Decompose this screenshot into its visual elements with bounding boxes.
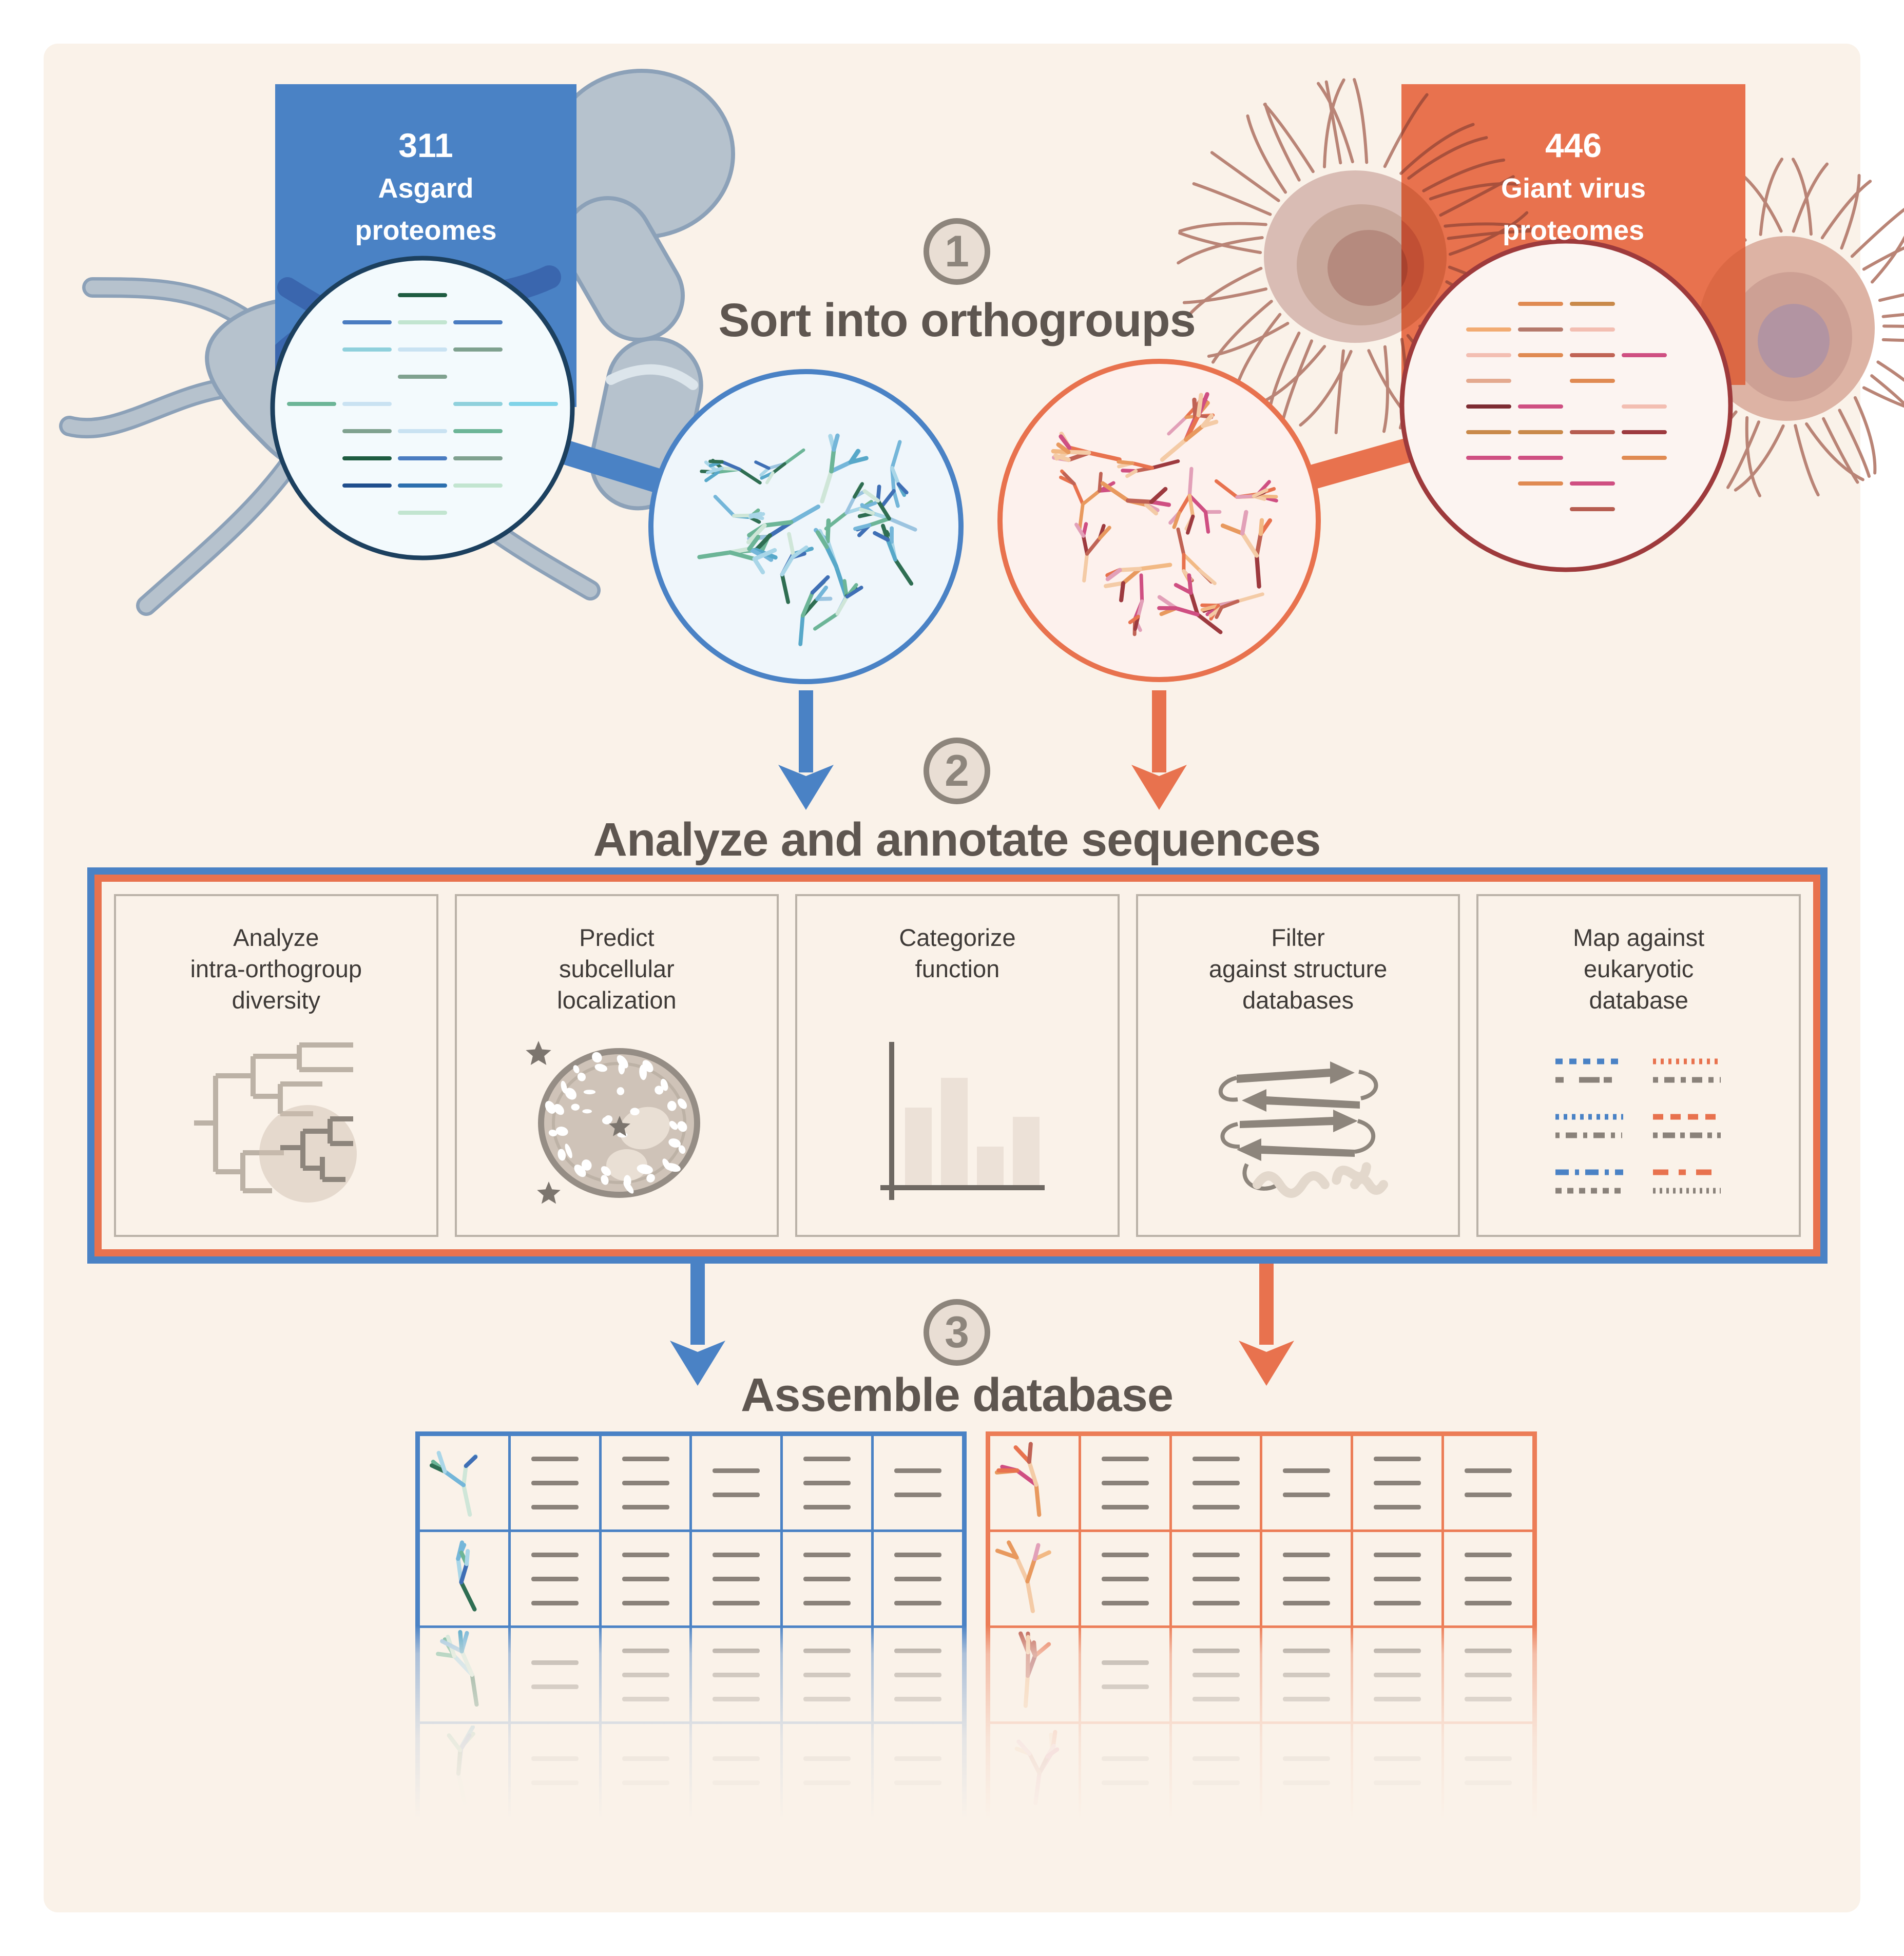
table-data-cell (692, 1724, 781, 1817)
table-data-cell (783, 1436, 872, 1529)
step-2-badge: 2 (924, 738, 990, 804)
table-data-cell (1353, 1436, 1442, 1529)
cell-localization-icon (519, 1025, 714, 1221)
table-data-cell (874, 1724, 962, 1817)
table-data-cell (874, 1628, 962, 1721)
asgard-count: 311 (398, 126, 453, 164)
table-data-cell (1262, 1628, 1351, 1721)
table-data-cell (1444, 1724, 1532, 1817)
orthogroup-tree-cell (420, 1724, 508, 1817)
table-data-cell (1444, 1436, 1532, 1529)
table-data-cell (692, 1628, 781, 1721)
asgard-database-table (410, 1431, 972, 1828)
analysis-panel-container: Analyze intra-orthogroup diversity Pre (87, 867, 1828, 1264)
panel-map-eukaryotic-database: Map against eukaryotic database (1476, 894, 1801, 1237)
table-data-cell (601, 1436, 690, 1529)
table-data-cell (874, 1532, 962, 1625)
table-data-cell (1081, 1628, 1169, 1721)
step-3-badge: 3 (924, 1299, 990, 1366)
panel-title: Predict subcellular localization (557, 924, 677, 1014)
orthogroup-tree-cell (990, 1724, 1079, 1817)
virus-sequence-circle (1399, 239, 1733, 572)
table-data-cell (510, 1724, 599, 1817)
table-data-cell (1262, 1436, 1351, 1529)
step-1-badge: 1 (924, 218, 990, 285)
step-2-title: Analyze and annotate sequences (593, 814, 1321, 866)
panel-subcellular-localization: Predict subcellular localization (454, 894, 779, 1237)
virus-database-table (980, 1431, 1542, 1828)
table-data-cell (783, 1532, 872, 1625)
panel-title: Filter against structure databases (1208, 924, 1388, 1014)
table-data-cell (1444, 1532, 1532, 1625)
table-data-cell (692, 1436, 781, 1529)
table-data-cell (783, 1724, 872, 1817)
panel-title: Categorize function (899, 924, 1016, 983)
table-data-cell (1081, 1436, 1169, 1529)
function-bar-chart-icon (860, 1025, 1055, 1221)
orthogroup-tree-cell (420, 1628, 508, 1721)
table-data-cell (1171, 1532, 1260, 1625)
panel-categorize-function: Categorize function (795, 894, 1120, 1237)
asgard-proteomes-label: 311 Asgard proteomes (275, 123, 576, 251)
table-data-cell (783, 1628, 872, 1721)
dendrogram-icon (179, 1025, 374, 1221)
database-table-grid (986, 1431, 1537, 1822)
table-data-cell (1262, 1532, 1351, 1625)
table-data-cell (1171, 1436, 1260, 1529)
panel-intra-orthogroup-diversity: Analyze intra-orthogroup diversity (114, 894, 438, 1237)
table-data-cell (1081, 1724, 1169, 1817)
step-3-title: Assemble database (740, 1369, 1174, 1421)
orthogroup-tree-cell (990, 1628, 1079, 1721)
giant-virus-proteomes-label: 446 Giant virus proteomes (1401, 123, 1745, 251)
table-data-cell (1353, 1532, 1442, 1625)
orthogroup-tree-cell (990, 1436, 1079, 1529)
blue-down-arrow-step2 (778, 690, 834, 810)
table-data-cell (1171, 1628, 1260, 1721)
asgard-orthogroup-circle (648, 369, 964, 684)
blue-down-arrow-step3 (670, 1264, 725, 1386)
table-data-cell (601, 1628, 690, 1721)
orthogroup-tree-cell (420, 1532, 508, 1625)
step-1-title: Sort into orthogroups (718, 294, 1196, 346)
table-data-cell (692, 1532, 781, 1625)
table-data-cell (1081, 1532, 1169, 1625)
orange-down-arrow-step3 (1239, 1264, 1294, 1386)
table-data-cell (510, 1628, 599, 1721)
database-table-grid (415, 1431, 967, 1822)
sequence-mapping-icon (1541, 1025, 1736, 1221)
table-data-cell (1444, 1628, 1532, 1721)
panel-filter-structure-databases: Filter against structure databases (1136, 894, 1460, 1237)
table-data-cell (1171, 1724, 1260, 1817)
table-data-cell (510, 1532, 599, 1625)
table-data-cell (510, 1436, 599, 1529)
orthogroup-tree-cell (990, 1532, 1079, 1625)
asgard-sequence-circle (270, 256, 575, 560)
analysis-panel-inner-border: Analyze intra-orthogroup diversity Pre (94, 875, 1820, 1256)
table-data-cell (1353, 1628, 1442, 1721)
panel-title: Analyze intra-orthogroup diversity (190, 924, 362, 1014)
panel-title: Map against eukaryotic database (1573, 924, 1705, 1014)
table-data-cell (874, 1436, 962, 1529)
orthogroup-tree-cell (420, 1436, 508, 1529)
giant-virus-count: 446 (1545, 126, 1602, 164)
table-data-cell (1353, 1724, 1442, 1817)
protein-structure-icon (1201, 1025, 1396, 1221)
table-data-cell (1262, 1724, 1351, 1817)
table-data-cell (601, 1724, 690, 1817)
orange-down-arrow-step2 (1131, 690, 1187, 810)
table-data-cell (601, 1532, 690, 1625)
